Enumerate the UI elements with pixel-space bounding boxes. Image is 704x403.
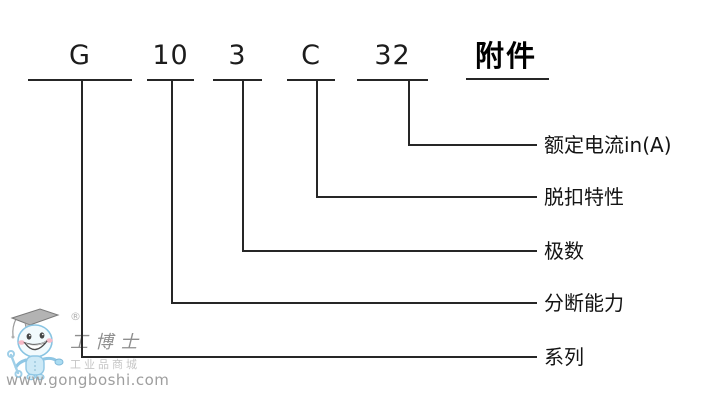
- connector-vertical-rated-current: [408, 79, 410, 146]
- underline-poles: [213, 79, 262, 81]
- underline-accessory: [466, 78, 549, 80]
- registered-trademark-icon: ®: [70, 310, 81, 323]
- underline-rated-current: [357, 79, 428, 81]
- connector-horizontal-trip: [316, 196, 537, 198]
- label-poles: 极数: [544, 239, 584, 263]
- connector-horizontal-series: [81, 356, 537, 358]
- underline-series: [28, 79, 132, 81]
- code-trip-curve: C: [301, 40, 321, 71]
- watermark-tagline: 工业品商城: [70, 358, 140, 371]
- connector-vertical-breaking: [171, 79, 173, 304]
- label-rated-current: 额定电流in(A): [544, 133, 672, 157]
- connector-vertical-series: [81, 79, 83, 358]
- underline-trip: [287, 79, 335, 81]
- connector-horizontal-breaking: [171, 302, 537, 304]
- label-series: 系列: [544, 345, 584, 369]
- graduate-robot-mascot-icon: [7, 308, 64, 381]
- underline-breaking: [147, 79, 194, 81]
- connector-horizontal-rated-current: [408, 144, 537, 146]
- connector-vertical-trip: [316, 79, 318, 198]
- watermark-brand-name: 工博士: [70, 332, 145, 353]
- watermark-url: www.gongboshi.com: [6, 371, 170, 389]
- label-breaking-capacity: 分断能力: [544, 291, 624, 315]
- connector-vertical-poles: [242, 79, 244, 252]
- code-series: G: [69, 40, 91, 71]
- code-breaking-capacity: 10: [152, 40, 189, 71]
- connector-horizontal-poles: [242, 250, 537, 252]
- code-accessory: 附件: [474, 39, 537, 73]
- code-poles: 3: [228, 40, 247, 71]
- code-rated-current: 32: [374, 40, 411, 71]
- label-trip-curve: 脱扣特性: [544, 185, 624, 209]
